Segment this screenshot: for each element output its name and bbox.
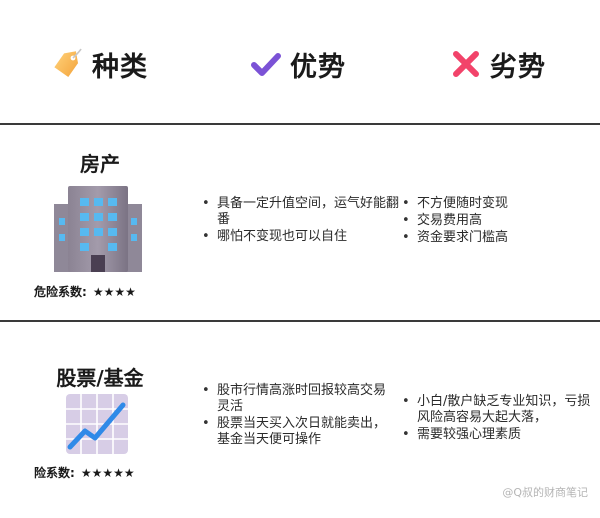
list-item: 资金要求门槛高 [400, 230, 590, 246]
advantages-list-stocks-funds: 股市行情高涨时回报较高交易灵活 股票当天买入次日就能卖出，基金当天便可操作 [200, 383, 398, 449]
disadvantages-list-stocks-funds: 小白/散户缺乏专业知识，亏损风险高容易大起大落， 需要较强心理素质 [400, 394, 598, 444]
risk-rating-real-estate: 危险系数: ★★★★ [34, 283, 136, 300]
advantages-list-real-estate: 具备一定升值空间，运气好能翻番 哪怕不变现也可以自住 [200, 196, 400, 246]
list-item: 股票当天买入次日就能卖出，基金当天便可操作 [200, 416, 398, 448]
header-advantages-label: 优势 [290, 51, 346, 83]
header-type-label: 种类 [92, 51, 148, 83]
risk-label: 危险系数: [34, 285, 87, 299]
chart-increasing-icon [66, 394, 128, 454]
cross-icon [453, 51, 479, 77]
risk-stars: ★★★★ [92, 285, 136, 299]
header-disadvantages-label: 劣势 [490, 51, 546, 83]
divider-header [0, 123, 600, 125]
building-icon [54, 186, 142, 272]
list-item: 哪怕不变现也可以自住 [200, 229, 400, 245]
checkmark-icon [251, 53, 281, 76]
row-title-stocks-funds: 股票/基金 [56, 366, 144, 390]
header-advantages: 优势 [250, 44, 346, 84]
divider-rows [0, 320, 600, 322]
list-item: 交易费用高 [400, 213, 590, 229]
list-item: 具备一定升值空间，运气好能翻番 [200, 196, 400, 228]
disadvantages-list-real-estate: 不方便随时变现 交易费用高 资金要求门槛高 [400, 196, 590, 247]
risk-rating-stocks-funds: 险系数: ★★★★★ [34, 464, 135, 481]
table-header: 种类 优势 劣势 [0, 0, 600, 124]
list-item: 不方便随时变现 [400, 196, 590, 212]
header-disadvantages: 劣势 [450, 44, 546, 84]
list-item: 股市行情高涨时回报较高交易灵活 [200, 383, 398, 415]
list-item: 需要较强心理素质 [400, 427, 598, 443]
risk-stars: ★★★★★ [80, 466, 135, 480]
risk-label: 险系数: [34, 466, 75, 480]
row-title-real-estate: 房产 [80, 152, 120, 176]
tag-icon [54, 48, 82, 77]
list-item: 小白/散户缺乏专业知识，亏损风险高容易大起大落， [400, 394, 598, 426]
watermark: @Q叔的财商笔记 [502, 486, 588, 499]
header-type: 种类 [50, 44, 148, 84]
